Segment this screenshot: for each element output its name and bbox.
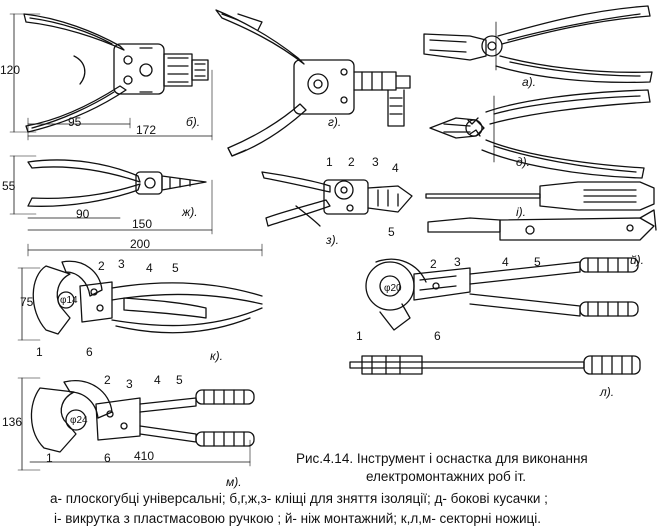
figure-caption-line1: Рис.4.14. Інструмент і оснастка для вико… xyxy=(296,451,588,466)
part-m-2: 2 xyxy=(104,373,111,387)
knife-y-drawing xyxy=(427,209,657,241)
dim-m-length: 410 xyxy=(134,449,155,463)
panel-label-d: д). xyxy=(516,155,530,169)
part-k-2: 2 xyxy=(98,259,105,273)
part-m-4: 4 xyxy=(154,373,161,387)
panel-label-k: к). xyxy=(210,349,223,363)
shears-m-drawing xyxy=(17,377,255,471)
dim-b-height: 120 xyxy=(0,63,21,77)
panel-label-a: а). xyxy=(522,75,537,89)
figure-caption-line2: електромонтажних роб іт. xyxy=(366,469,526,484)
pliers-a-drawing xyxy=(423,5,653,84)
part-m-5: 5 xyxy=(176,373,183,387)
part-l-5: 5 xyxy=(534,255,541,269)
dim-k-height: 75 xyxy=(20,295,34,309)
part-z-5: 5 xyxy=(388,225,395,239)
part-m-3: 3 xyxy=(126,377,133,391)
panel-label-g: г). xyxy=(328,115,342,129)
dim-zh-inner: 90 xyxy=(76,207,90,221)
dim-zh-length: 150 xyxy=(132,217,153,231)
part-l-1: 1 xyxy=(356,329,363,343)
diameter-k: φ14 xyxy=(60,295,78,306)
stripper-g-drawing xyxy=(215,9,411,157)
part-m-1: 1 xyxy=(46,451,53,465)
part-l-2: 2 xyxy=(430,257,437,271)
panel-label-l: л). xyxy=(600,385,615,399)
screwdriver-i-drawing xyxy=(425,181,655,211)
part-z-2: 2 xyxy=(348,155,355,169)
diameter-m: φ24 xyxy=(70,415,88,426)
part-k-3: 3 xyxy=(118,257,125,271)
stripper-z-drawing xyxy=(261,171,413,227)
part-z-3: 3 xyxy=(372,155,379,169)
shears-l-drawing xyxy=(349,257,641,375)
part-m-6: 6 xyxy=(104,451,111,465)
dim-b-length: 172 xyxy=(136,123,157,137)
panel-label-i: і). xyxy=(516,205,526,219)
figure-legend-line1: а- плоскогубці універсальні; б,г,ж,з- кл… xyxy=(50,491,548,506)
part-l-4: 4 xyxy=(502,255,509,269)
panel-label-m: м). xyxy=(226,475,242,489)
part-l-6: 6 xyxy=(434,329,441,343)
panel-label-z: з). xyxy=(326,233,339,247)
panel-label-b: б). xyxy=(186,115,201,129)
panel-label-y: й). xyxy=(630,253,645,267)
part-z-1: 1 xyxy=(326,155,333,169)
dim-zh-height: 55 xyxy=(2,179,16,193)
diameter-l: φ20 xyxy=(384,283,402,294)
stripper-zh-drawing xyxy=(9,155,213,235)
stripper-b-drawing xyxy=(9,13,213,141)
part-l-3: 3 xyxy=(454,255,461,269)
part-k-6: 6 xyxy=(86,345,93,359)
cutters-d-drawing xyxy=(429,89,651,179)
part-k-5: 5 xyxy=(172,261,179,275)
figure-legend-line2: і- викрутка з пластмасовою ручкою ; й- н… xyxy=(54,511,541,526)
dim-k-length: 200 xyxy=(130,237,151,251)
shears-k-drawing xyxy=(17,243,263,341)
dim-m-height: 136 xyxy=(2,415,23,429)
part-k-1: 1 xyxy=(36,345,43,359)
part-k-4: 4 xyxy=(146,261,153,275)
dim-b-inner: 95 xyxy=(68,115,82,129)
part-z-4: 4 xyxy=(392,161,399,175)
panel-label-zh: ж). xyxy=(182,205,198,219)
